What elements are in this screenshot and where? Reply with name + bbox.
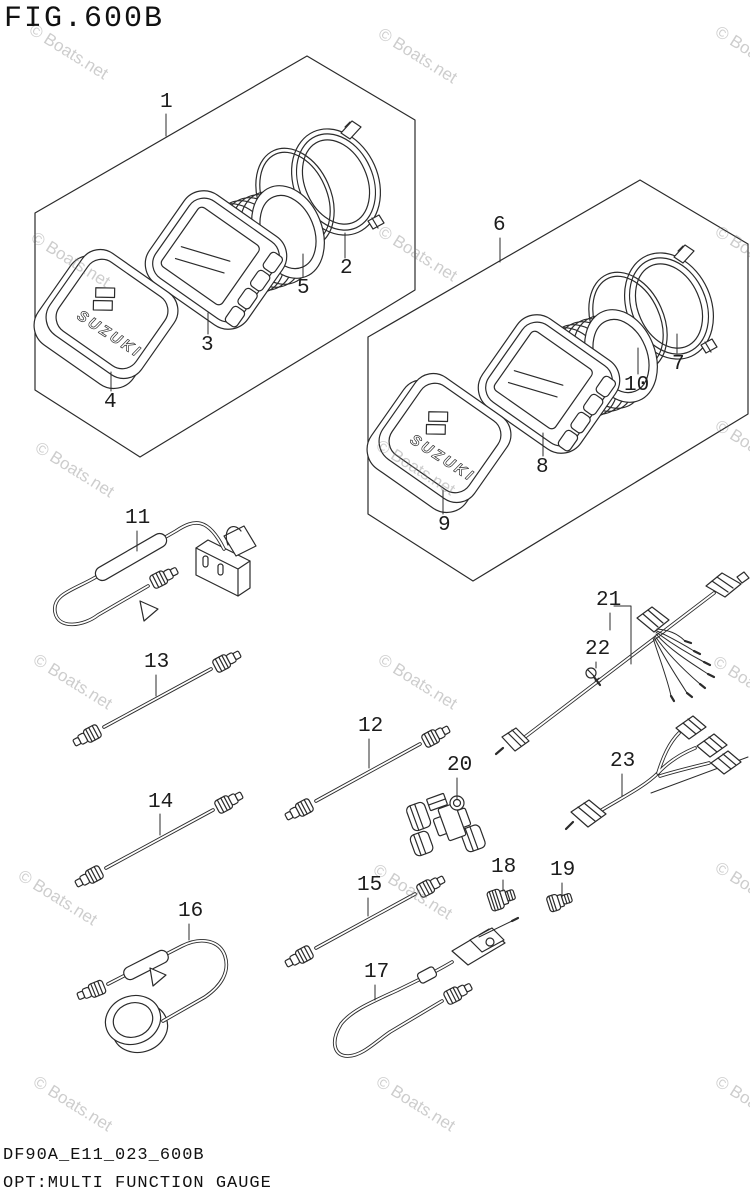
transducer-cable-16: [74, 939, 229, 1054]
part-label-9: 9: [438, 514, 451, 537]
cable-14: [72, 788, 246, 891]
gauge-unit: [144, 190, 288, 330]
harness-21: [494, 571, 750, 756]
part-label-5: 5: [297, 277, 310, 300]
part-label-19: 19: [550, 859, 576, 882]
part-label-18: 18: [491, 856, 517, 879]
part-label-11: 11: [125, 507, 151, 530]
part-label-15: 15: [357, 874, 383, 897]
part-label-17: 17: [364, 961, 390, 984]
part-label-13: 13: [144, 651, 170, 674]
switch-cable-17: [332, 916, 520, 1058]
gauge-assembly-1: SUZUKI: [33, 55, 416, 458]
part-label-7: 7: [672, 353, 685, 376]
part-label-10: 10: [624, 374, 650, 397]
part-label-4: 4: [104, 391, 117, 414]
part-label-3: 3: [201, 334, 214, 357]
cable-13: [70, 647, 244, 750]
cable-15: [282, 872, 448, 971]
part-label-14: 14: [148, 791, 174, 814]
part-label-20: 20: [447, 754, 473, 777]
gauge-cover: SUZUKI: [33, 248, 179, 390]
part-label-16: 16: [178, 900, 204, 923]
leader-lines: [110, 113, 678, 1001]
cable-12: [282, 722, 453, 824]
figure-caption: OPT:MULTI FUNCTION GAUGE: [3, 1174, 272, 1193]
part-label-12: 12: [358, 715, 384, 738]
figure-part-code: DF90A_E11_023_600B: [3, 1146, 205, 1165]
part-label-2: 2: [340, 257, 353, 280]
plug-18: [486, 888, 516, 912]
cable-11: [53, 521, 257, 627]
harness-23: [564, 715, 749, 831]
plug-19: [546, 893, 573, 913]
part-label-21: 21: [596, 589, 622, 612]
cross-joint-20: [406, 792, 486, 857]
assembly-box-outline: [34, 55, 416, 458]
gauge-assembly-2: [357, 179, 749, 582]
suzuki-s-logo: [92, 287, 116, 311]
figure-title: FIG.600B: [4, 2, 165, 36]
part-label-23: 23: [610, 750, 636, 773]
screw-22: [585, 667, 602, 687]
part-label-8: 8: [536, 456, 549, 479]
part-label-22: 22: [585, 638, 611, 661]
part-label-6: 6: [493, 214, 506, 237]
part-label-1: 1: [160, 91, 173, 114]
